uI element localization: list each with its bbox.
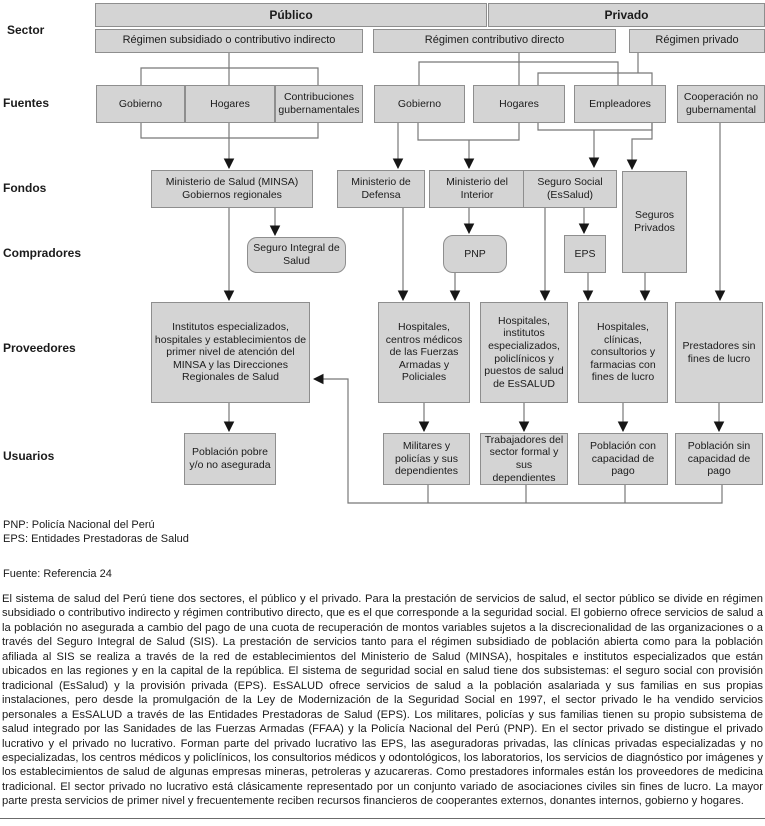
node-gobierno-publico: Gobierno (96, 85, 185, 123)
node-min-interior: Ministerio del Interior (429, 170, 525, 208)
node-sis: Seguro Integral de Salud (247, 237, 346, 273)
node-poblacion-con-pago: Población con capacidad de pago (578, 433, 668, 485)
node-regimen-privado: Régimen privado (629, 29, 765, 53)
row-label-usuarios: Usuarios (3, 449, 55, 463)
node-pnp: PNP (443, 235, 507, 273)
node-trabajadores: Trabajadores del sector formal y sus dep… (480, 433, 568, 485)
node-empleadores: Empleadores (574, 85, 666, 123)
node-poblacion-sin-pago: Población sin capacidad de pago (675, 433, 763, 485)
node-seguro-social: Seguro Social (EsSalud) (523, 170, 617, 208)
node-eps: EPS (564, 235, 606, 273)
row-label-fuentes: Fuentes (3, 96, 50, 110)
node-cooperacion: Cooperación no gubernamental (677, 85, 765, 123)
node-sector-publico: Público (95, 3, 487, 27)
node-proveedor-ffaa: Hospitales, centros médicos de las Fuerz… (378, 302, 470, 403)
node-proveedor-essalud: Hospitales, institutos especializados, p… (480, 302, 568, 403)
node-contribuciones: Contribuciones gubernamentales (275, 85, 363, 123)
node-regimen-contributivo: Régimen contributivo directo (373, 29, 616, 53)
node-regimen-subsidiado: Régimen subsidiado o contributivo indire… (95, 29, 363, 53)
figure-description: El sistema de salud del Perú tiene dos s… (2, 593, 763, 808)
row-label-sector: Sector (7, 23, 45, 37)
bottom-divider (0, 818, 765, 819)
node-proveedor-no-lucrativo: Prestadores sin fines de lucro (675, 302, 763, 403)
node-poblacion-pobre: Población pobre y/o no asegurada (184, 433, 276, 485)
node-proveedor-minsa: Institutos especializados, hospitales y … (151, 302, 310, 403)
node-hogares-privado: Hogares (473, 85, 565, 123)
footnote-pnp: PNP: Policía Nacional del Perú (3, 519, 155, 531)
node-proveedor-lucrativo: Hospitales, clínicas, consultorios y far… (578, 302, 668, 403)
footnote-eps: EPS: Entidades Prestadoras de Salud (3, 533, 189, 545)
node-minsa: Ministerio de Salud (MINSA) Gobiernos re… (151, 170, 313, 208)
node-seguros-privados: Seguros Privados (622, 171, 687, 273)
row-label-compradores: Compradores (3, 246, 82, 260)
node-militares: Militares y policías y sus dependientes (383, 433, 470, 485)
node-min-defensa: Ministerio de Defensa (337, 170, 425, 208)
row-label-fondos: Fondos (3, 181, 47, 195)
node-gobierno-privado: Gobierno (374, 85, 465, 123)
node-sector-privado: Privado (488, 3, 765, 27)
node-hogares-publico: Hogares (185, 85, 275, 123)
source-reference: Fuente: Referencia 24 (3, 568, 112, 580)
row-label-proveedores: Proveedores (3, 341, 76, 355)
